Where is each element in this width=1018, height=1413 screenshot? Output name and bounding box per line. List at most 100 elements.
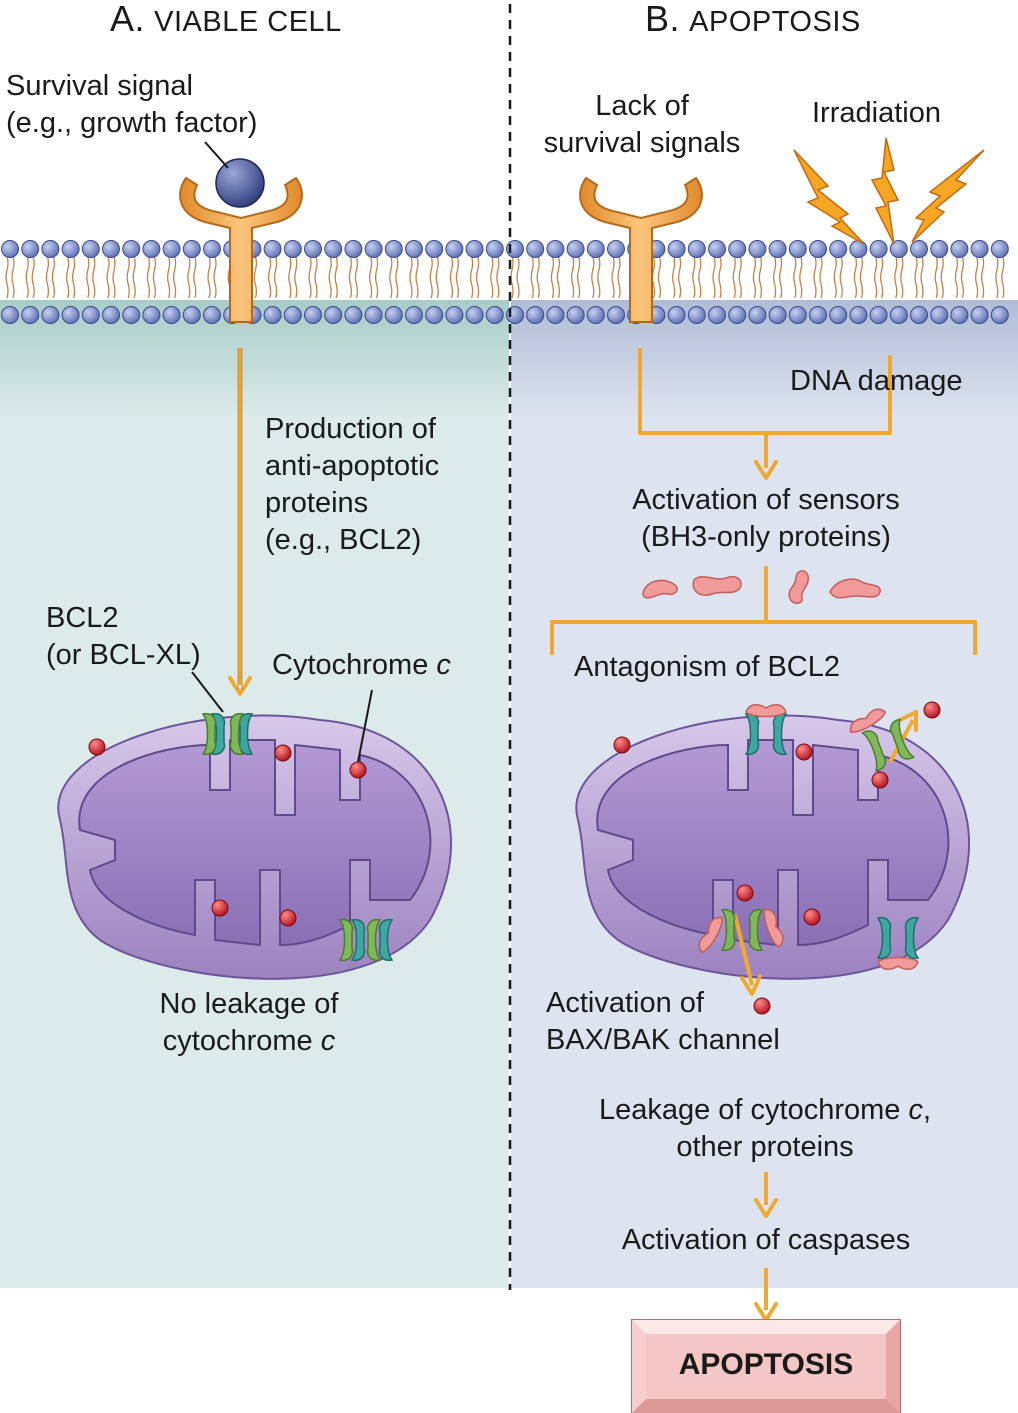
lipid-head bbox=[41, 240, 60, 258]
lipid-tail bbox=[692, 255, 696, 299]
lipid-tail bbox=[368, 255, 373, 299]
no-leakage-italic: c bbox=[320, 1025, 336, 1057]
lipid-head bbox=[465, 306, 484, 324]
lipid-head bbox=[203, 240, 221, 258]
lipid-tail bbox=[253, 255, 258, 299]
panel-a-letter: A. bbox=[110, 0, 146, 39]
lipid-head bbox=[405, 240, 423, 258]
bcl2-label: BCL2 (or BCL-XL) bbox=[46, 600, 201, 674]
cytochrome-word: Cytochrome bbox=[272, 649, 429, 681]
membrane-lipid-heads bbox=[1, 240, 1009, 324]
lipid-tail bbox=[496, 255, 500, 299]
lipid-tail bbox=[980, 255, 985, 299]
lipid-head bbox=[102, 306, 120, 324]
lipid-head bbox=[344, 240, 363, 258]
panel-b-title: B. APOPTOSIS bbox=[645, 0, 861, 41]
mito-inner-membrane bbox=[78, 739, 432, 947]
leakage-text: Leakage of cytochrome bbox=[598, 1094, 901, 1126]
lipid-head bbox=[122, 240, 141, 258]
cytochrome-c-label: Cytochrome c bbox=[272, 647, 451, 684]
lipid-head bbox=[768, 240, 787, 258]
lipid-head bbox=[566, 240, 585, 258]
lipid-head bbox=[687, 240, 706, 258]
arrow-outlines bbox=[237, 348, 243, 690]
cytochrome-c-molecule bbox=[211, 899, 229, 917]
activation-sensors-label: Activation of sensors (BH3-only proteins… bbox=[596, 482, 936, 556]
receptor-b bbox=[579, 176, 703, 323]
lipid-tail bbox=[954, 255, 959, 299]
leakage-line-2: other proteins bbox=[676, 1131, 854, 1163]
lipid-tail bbox=[940, 255, 944, 299]
lipid-tail bbox=[617, 255, 621, 299]
lipid-head bbox=[1, 240, 19, 258]
lipid-tail bbox=[597, 255, 601, 299]
lipid-tail bbox=[193, 255, 197, 299]
lipid-tail bbox=[799, 255, 803, 299]
lipid-tail bbox=[415, 255, 419, 299]
lipid-head bbox=[950, 240, 969, 258]
bax-bak-label: Activation of BAX/BAK channel bbox=[546, 985, 780, 1059]
lipid-tail bbox=[550, 255, 555, 299]
lipid-tail bbox=[187, 255, 191, 299]
bh3-protein-bound bbox=[849, 708, 887, 733]
lipid-head bbox=[970, 306, 989, 324]
lipid-head bbox=[324, 240, 343, 258]
lipid-head bbox=[1, 306, 19, 324]
lipid-tail bbox=[308, 255, 312, 299]
lipid-tail bbox=[146, 255, 151, 299]
mitochondrion-b bbox=[575, 714, 970, 980]
lipid-head bbox=[748, 240, 767, 258]
antagonism-label: Antagonism of BCL2 bbox=[574, 651, 840, 683]
lipid-tail bbox=[516, 255, 520, 299]
bax-line-1: Activation of bbox=[546, 987, 704, 1019]
lipid-head bbox=[990, 240, 1009, 258]
lipid-head bbox=[566, 306, 585, 324]
lipid-tail bbox=[813, 255, 817, 299]
cytochrome-c-molecule bbox=[274, 744, 292, 762]
lack-line-1: Lack of bbox=[595, 90, 689, 122]
lipid-tail bbox=[71, 255, 76, 299]
arrows bbox=[238, 348, 977, 1310]
lipid-head bbox=[41, 306, 60, 324]
lipid-tail bbox=[677, 255, 682, 299]
leader-lines bbox=[191, 671, 373, 763]
lipid-tail bbox=[92, 255, 96, 299]
lipid-head bbox=[950, 306, 969, 324]
lipid-head bbox=[364, 306, 383, 324]
lipid-tail bbox=[732, 255, 736, 299]
lipid-head bbox=[465, 240, 484, 258]
cytochrome-c-molecule bbox=[795, 743, 813, 761]
lipid-tail bbox=[475, 255, 480, 299]
lipid-head bbox=[142, 306, 161, 324]
leakage-label: Leakage of cytochrome c, other proteins bbox=[560, 1092, 970, 1166]
lipid-head bbox=[869, 306, 888, 324]
lipid-tail bbox=[348, 255, 353, 299]
lipid-head bbox=[61, 306, 80, 324]
lipid-head bbox=[61, 240, 80, 258]
cytochrome-c-molecule bbox=[279, 909, 297, 927]
apoptosis-box-label: APOPTOSIS bbox=[678, 1348, 854, 1381]
lipid-tail bbox=[31, 255, 35, 299]
lipid-head bbox=[910, 240, 928, 258]
lipid-head bbox=[304, 306, 322, 324]
lipid-tail bbox=[490, 255, 494, 299]
production-line-3: proteins bbox=[265, 487, 369, 519]
lipid-tail bbox=[86, 255, 90, 299]
bh3-protein-bound bbox=[745, 704, 787, 718]
cytochrome-c-molecule bbox=[753, 997, 771, 1015]
lipid-tail bbox=[5, 255, 9, 299]
cytochrome-c-molecule bbox=[613, 736, 631, 754]
lipid-head bbox=[425, 306, 444, 324]
cytochrome-c-molecule bbox=[923, 701, 941, 719]
lipid-tail bbox=[314, 255, 318, 299]
lipid-tail bbox=[671, 255, 676, 299]
survival-signal-line-1: Survival signal bbox=[6, 70, 193, 102]
lipid-tail bbox=[657, 255, 662, 299]
lipid-head bbox=[809, 306, 827, 324]
lipid-tail bbox=[294, 255, 298, 299]
sensors-line-1: Activation of sensors bbox=[632, 484, 900, 516]
dna-damage-label: DNA damage bbox=[790, 365, 963, 397]
bcl2-line-2: (or BCL-XL) bbox=[46, 639, 201, 671]
lipid-tail bbox=[859, 255, 864, 299]
